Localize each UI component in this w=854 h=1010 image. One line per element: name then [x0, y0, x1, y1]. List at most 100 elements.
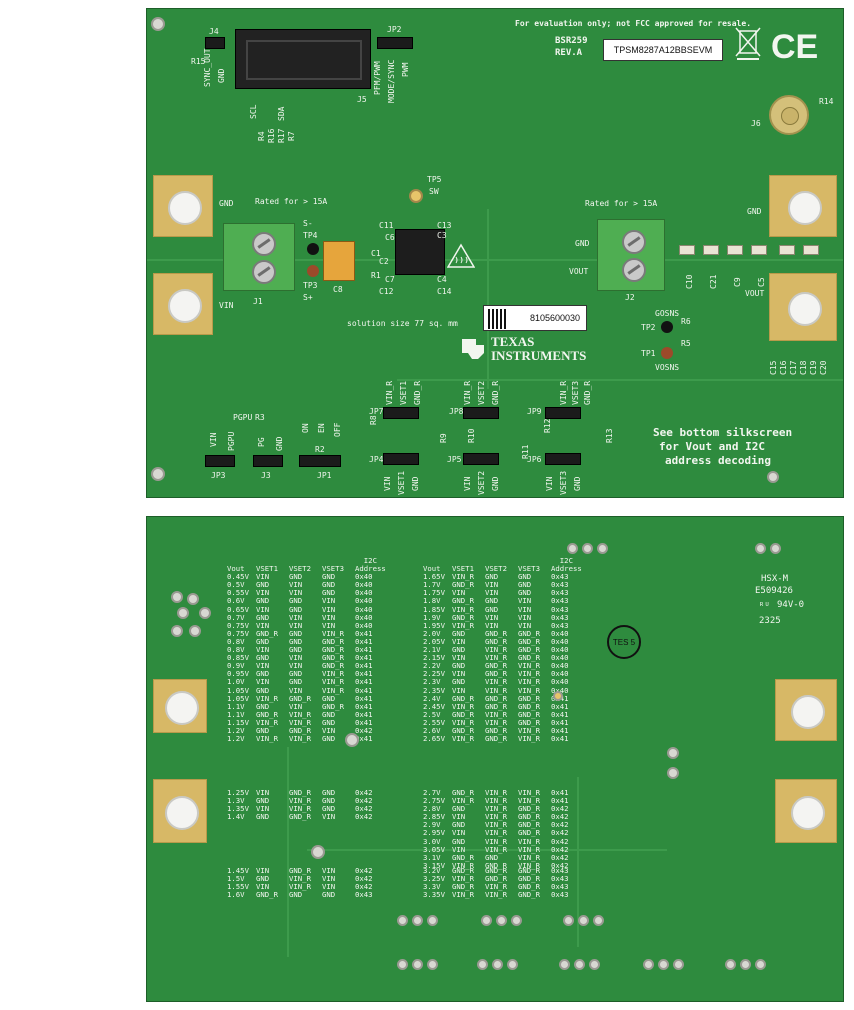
refdes-r10: R10	[467, 428, 476, 443]
table-cell: VIN_R	[518, 844, 540, 854]
table-cell: 2.6V	[423, 725, 441, 735]
table-cell: 0x41	[355, 636, 373, 646]
table-cell: GND_R	[256, 890, 278, 900]
silk-gnd-r-jp7: GND_R	[413, 380, 422, 405]
refdes-c5: C5	[757, 277, 766, 287]
table-cell: GND_R	[518, 882, 540, 892]
table-cell: VIN	[452, 669, 466, 679]
header-jp1	[299, 455, 341, 467]
sma-connector-j6	[769, 95, 809, 135]
table-cell: GND_R	[485, 636, 507, 646]
trace	[397, 379, 843, 381]
ce-mark: CE	[771, 28, 819, 66]
table-cell: VIN_R	[485, 844, 507, 854]
table-cell: 0x42	[355, 725, 373, 735]
power-pad-bottom-left-1	[153, 679, 207, 733]
power-pad-bottom-right-2	[775, 779, 837, 843]
table-cell: GND	[256, 701, 270, 711]
table-cell: 0x43	[551, 882, 569, 892]
terminal-block-j1	[223, 223, 295, 291]
silk-gnd: GND	[217, 68, 226, 83]
silk-gnd-right: GND	[575, 239, 590, 248]
table-cell: 3.25V	[423, 874, 445, 884]
table-cell: GND	[452, 820, 466, 830]
table-cell: GND_R	[518, 866, 540, 875]
table-cell: VIN_R	[485, 709, 507, 719]
table-cell: GND_R	[322, 645, 344, 655]
silk-vout-right: VOUT	[745, 289, 765, 298]
hot-surface-warning-icon	[447, 243, 475, 268]
refdes-r17: R17	[277, 128, 286, 143]
via	[189, 625, 201, 637]
silk-vin-jp5: VIN	[463, 476, 472, 491]
table-cell: 0x41	[551, 709, 569, 719]
table-cell: VIN_R	[322, 628, 344, 638]
table-cell: 0.8V	[227, 645, 245, 655]
table-cell: 2.55V	[423, 717, 445, 727]
table-cell: 0x42	[551, 852, 569, 862]
table-cell: 2.75V	[423, 796, 445, 806]
via-row	[397, 959, 441, 971]
fcc-notice: For evaluation only; not FCC approved fo…	[515, 19, 752, 28]
table-cell: 0x40	[355, 588, 373, 598]
via	[345, 733, 359, 747]
table-cell: GND	[518, 572, 532, 582]
table-cell: VIN_R	[322, 685, 344, 695]
table-cell: GND_R	[485, 866, 507, 875]
capacitor	[779, 245, 795, 255]
inspection-stamp: TES 5	[607, 625, 641, 659]
table-cell: GND_R	[289, 725, 311, 735]
silk-gnd-j3: GND	[275, 436, 284, 451]
ti-logo-icon	[462, 339, 484, 359]
table-cell: 3.0V	[423, 836, 441, 846]
column-header: Vout	[423, 564, 441, 574]
power-pad-gnd-right	[769, 175, 837, 237]
table-cell: GND_R	[452, 693, 474, 703]
table-cell: 0x41	[355, 717, 373, 727]
refdes-jp1: JP1	[317, 471, 332, 480]
table-cell: 0x41	[355, 661, 373, 671]
trace	[487, 209, 489, 389]
table-cell: VIN	[452, 588, 466, 598]
table-cell: VIN_R	[485, 653, 507, 663]
table-cell: VIN	[518, 604, 532, 614]
table-cell: GND_R	[518, 717, 540, 727]
table-cell: GND	[452, 836, 466, 846]
header-jp3	[205, 455, 235, 467]
table-cell: VIN	[256, 677, 270, 687]
table-cell: 0x43	[551, 866, 569, 875]
table-cell: GND_R	[322, 661, 344, 671]
table-cell: 0x40	[355, 620, 373, 630]
power-pad-bottom-right-1	[775, 679, 837, 741]
refdes-tp1: TP1	[641, 349, 656, 358]
refdes-c13: C13	[437, 221, 452, 230]
header-jp5	[463, 453, 499, 465]
table-cell: VIN	[289, 612, 303, 622]
table-cell: 0x40	[551, 685, 569, 695]
via-row	[397, 915, 441, 927]
refdes-j2: J2	[625, 293, 635, 302]
table-cell: VIN	[485, 580, 499, 590]
via-row	[477, 959, 521, 971]
table-cell: GND	[322, 796, 336, 806]
table-cell: 0x43	[551, 890, 569, 900]
refdes-c11: C11	[379, 221, 394, 230]
table-cell: 2.45V	[423, 701, 445, 711]
table-cell: 0.6V	[227, 596, 245, 606]
